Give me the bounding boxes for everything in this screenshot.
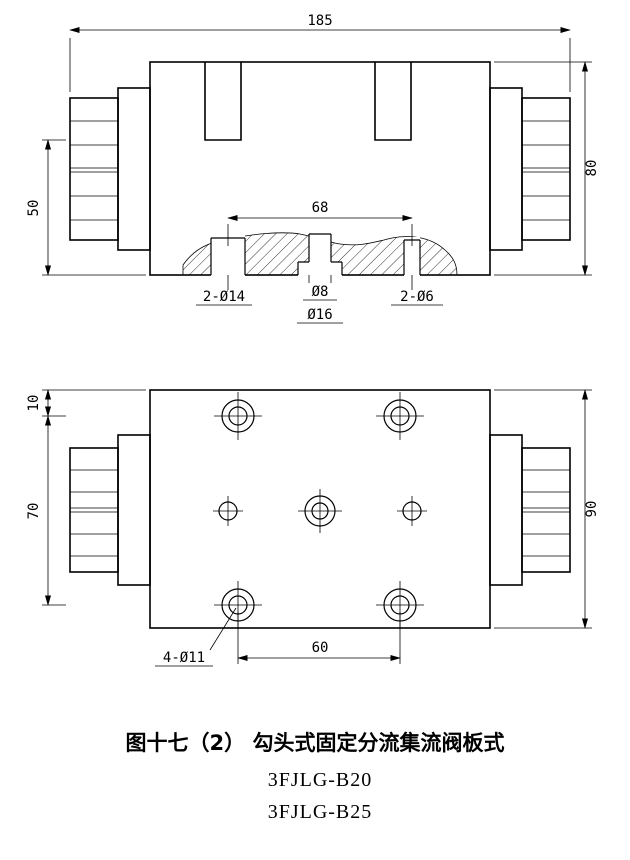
port-labels: 2-Ø14 Ø8 Ø16 2-Ø6 [196,275,443,324]
plan-hex-nut-right [521,447,571,573]
dim-90-label: 90 [584,501,600,518]
dim-185-label: 185 [307,13,332,29]
plan-hex-nut-left [69,447,119,573]
corner-holes-callout: 4-Ø11 [155,607,237,667]
dim-60-label: 60 [312,640,329,656]
port-left-label: 2-Ø14 [203,289,245,305]
dim-80-label: 80 [584,160,600,177]
plan-stub-left [117,434,151,586]
port-right-label: 2-Ø6 [400,289,434,305]
port-hole-right [397,496,427,526]
plan-stub-right [489,434,523,586]
dim-body-height: 80 [494,61,600,276]
dim-50-label: 50 [26,200,42,217]
plan-view: 10 70 90 4-Ø11 60 [26,389,600,667]
hatched-section [182,231,458,276]
caption-model-2: 3FJLG-B25 [268,801,373,823]
dim-68-label: 68 [312,200,329,216]
mounting-hole-top-right [376,392,424,440]
hex-nut-left [69,97,119,241]
hex-nut-right [521,97,571,241]
front-section-view: 185 [26,13,600,324]
port-hole-left [213,496,243,526]
dim-top-offset: 10 [26,389,146,417]
fitting-stub-left [117,87,151,251]
plan-hex-fitting-left [69,434,151,586]
dim-10-label: 10 [26,395,42,412]
port-hole-center [298,489,342,533]
fitting-stub-right [489,87,523,251]
corner-holes-label: 4-Ø11 [163,650,205,666]
dim-70-label: 70 [26,503,42,520]
hex-fitting-left [69,87,151,251]
top-slot-left [204,62,242,141]
hex-fitting-right [489,87,571,251]
dim-left-height: 50 [26,139,146,276]
caption-title: 图十七（2） 勾头式固定分流集流阀板式 [126,731,505,755]
plan-hex-fitting-right [489,434,571,586]
port-center-small-label: Ø8 [312,284,329,300]
port-center-outline [297,233,343,275]
dim-overall-width: 185 [69,13,571,92]
dim-plate-height: 90 [494,389,600,629]
dim-port-span: 68 [227,200,413,246]
mounting-hole-top-left [214,392,262,440]
top-slot-right [374,62,412,141]
dim-hole-spacing: 60 [237,612,401,664]
figure-caption: 图十七（2） 勾头式固定分流集流阀板式 3FJLG-B20 3FJLG-B25 [126,731,505,823]
port-center-large-label: Ø16 [307,307,332,323]
caption-model-1: 3FJLG-B20 [268,769,373,791]
dim-hole-rows: 70 [26,415,66,606]
